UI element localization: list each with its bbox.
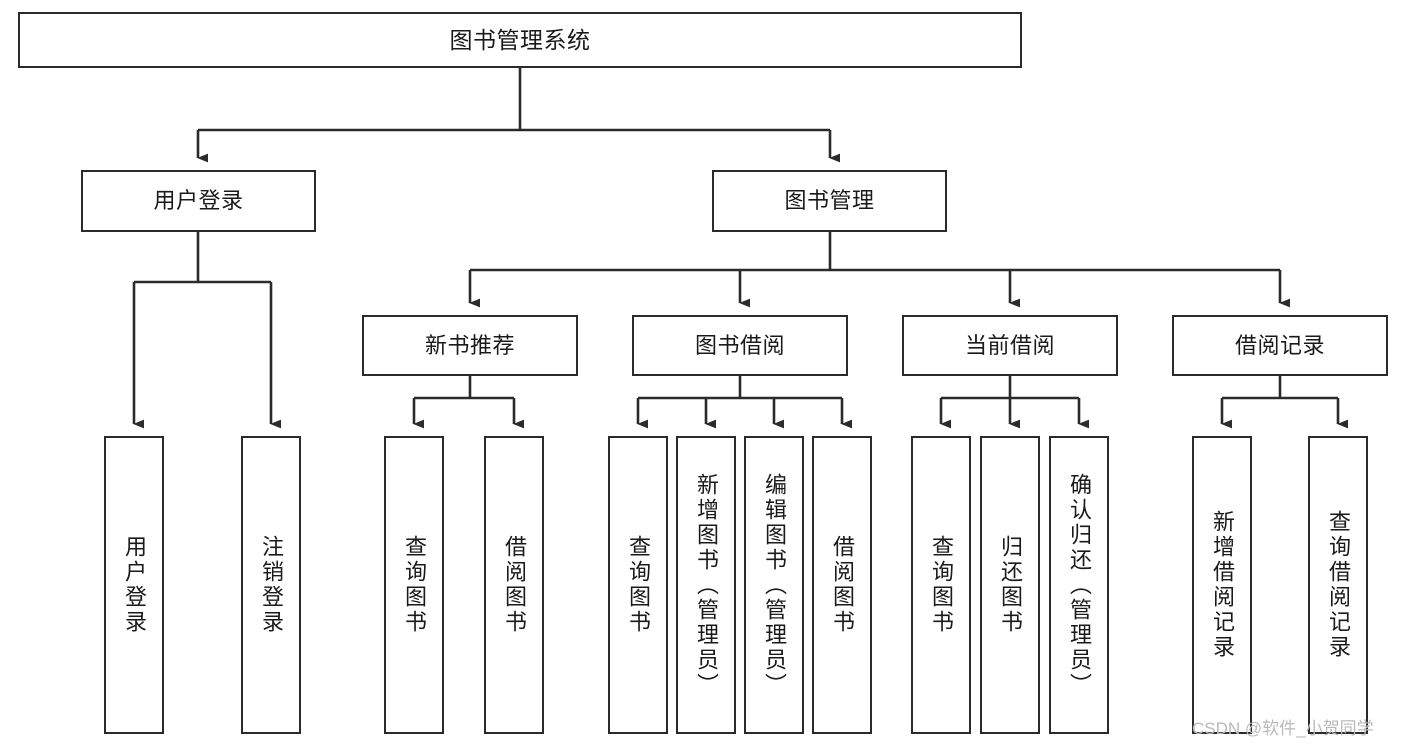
node-label: 图书借阅 [694, 332, 785, 358]
leaf-new-book-query-book[interactable]: 查询图书 [384, 436, 444, 734]
node-label: 确认归还（管理员） [1067, 472, 1092, 698]
node-new-book-recommend[interactable]: 新书推荐 [362, 315, 578, 376]
node-label: 查询图书 [929, 535, 954, 635]
node-label: 编辑图书（管理员） [762, 472, 787, 698]
node-label: 注销登录 [259, 535, 284, 635]
node-label: 当前借阅 [964, 332, 1055, 358]
leaf-book-borrow-edit-book-admin[interactable]: 编辑图书（管理员） [744, 436, 804, 734]
leaf-borrow-record-query-record[interactable]: 查询借阅记录 [1308, 436, 1368, 734]
leaf-new-book-borrow-book[interactable]: 借阅图书 [484, 436, 544, 734]
node-label: 归还图书 [998, 535, 1023, 635]
leaf-current-borrow-return-book[interactable]: 归还图书 [980, 436, 1040, 734]
node-label: 用户登录 [153, 188, 244, 214]
leaf-current-borrow-confirm-return-admin[interactable]: 确认归还（管理员） [1049, 436, 1109, 734]
leaf-current-borrow-query-book[interactable]: 查询图书 [911, 436, 971, 734]
leaf-user-login-logout[interactable]: 注销登录 [241, 436, 301, 734]
node-label: 借阅图书 [830, 535, 855, 635]
node-borrow-record[interactable]: 借阅记录 [1172, 315, 1388, 376]
node-label: 查询图书 [626, 535, 651, 635]
node-label: 查询图书 [402, 535, 427, 635]
node-label: 借阅记录 [1234, 332, 1325, 358]
leaf-book-borrow-query-book[interactable]: 查询图书 [608, 436, 668, 734]
leaf-user-login-login[interactable]: 用户登录 [104, 436, 164, 734]
node-label: 新书推荐 [424, 332, 515, 358]
node-label: 新增图书（管理员） [694, 472, 719, 698]
node-user-login[interactable]: 用户登录 [81, 170, 316, 232]
node-book-management[interactable]: 图书管理 [712, 170, 947, 232]
leaf-borrow-record-add-record[interactable]: 新增借阅记录 [1192, 436, 1252, 734]
node-label: 查询借阅记录 [1326, 510, 1351, 660]
node-current-borrow[interactable]: 当前借阅 [902, 315, 1118, 376]
node-label: 图书管理系统 [449, 26, 591, 53]
node-root-book-management-system[interactable]: 图书管理系统 [18, 12, 1022, 68]
node-label: 新增借阅记录 [1210, 510, 1235, 660]
node-book-borrow[interactable]: 图书借阅 [632, 315, 848, 376]
node-label: 借阅图书 [502, 535, 527, 635]
leaf-book-borrow-add-book-admin[interactable]: 新增图书（管理员） [676, 436, 736, 734]
node-label: 图书管理 [784, 188, 875, 214]
csdn-watermark: CSDN @软件_小贺同学 [1192, 719, 1374, 738]
leaf-book-borrow-borrow-book[interactable]: 借阅图书 [812, 436, 872, 734]
node-label: 用户登录 [122, 535, 147, 635]
